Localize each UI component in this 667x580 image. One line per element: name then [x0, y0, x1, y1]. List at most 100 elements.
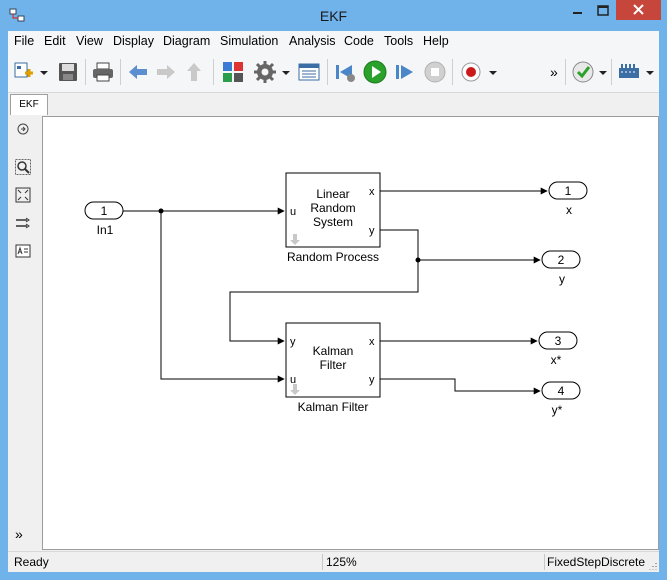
menu-tools[interactable]: Tools [384, 34, 414, 48]
block-title-line: Kalman [313, 344, 354, 358]
run-icon[interactable] [362, 59, 388, 85]
step-back-icon[interactable] [332, 59, 358, 85]
stop-icon[interactable] [422, 59, 448, 85]
hardware-target-icon[interactable] [616, 59, 642, 85]
model-tab-strip: EKF [8, 93, 659, 115]
block-title-line: Filter [320, 358, 347, 372]
status-bar: Ready 125% FixedStepDiscrete [8, 551, 659, 572]
down-arrow-icon [290, 384, 300, 395]
signal-in1-to-kalman[interactable] [160, 211, 285, 383]
status-zoom: 125% [326, 555, 357, 569]
outport-number: 3 [555, 334, 562, 348]
outport-label: x* [551, 353, 562, 367]
simulink-app-icon [9, 8, 25, 22]
signal-lines [119, 187, 548, 395]
window-client: File Edit View Display Diagram Simulatio… [8, 31, 659, 572]
menu-analysis[interactable]: Analysis [289, 34, 336, 48]
outport-number: 2 [558, 253, 565, 267]
toolbar-separator [565, 59, 566, 85]
new-model-icon[interactable] [12, 59, 38, 85]
block-title-line: Linear [316, 187, 349, 201]
close-button[interactable] [616, 0, 661, 20]
block-diagram: 1 In1 Linear Random System u x y Random … [84, 172, 588, 417]
model-advisor-check-icon[interactable] [570, 59, 596, 85]
outport-ystar[interactable]: 4 y* [541, 381, 581, 417]
outport-number: 4 [558, 384, 565, 398]
step-forward-icon[interactable] [392, 59, 418, 85]
port-label-y-in: y [290, 336, 296, 348]
fit-to-view-icon[interactable] [15, 187, 31, 203]
outport-y[interactable]: 2 y [541, 250, 581, 286]
record-dropdown-icon[interactable] [487, 59, 499, 85]
settings-gear-icon[interactable] [252, 59, 278, 85]
inport-number: 1 [101, 204, 108, 218]
toolbar-separator [452, 59, 453, 85]
zoom-icon[interactable] [15, 159, 31, 175]
menu-edit[interactable]: Edit [44, 34, 66, 48]
branch-point [158, 208, 164, 214]
kalman-filter-block[interactable]: Kalman Filter y u x y Kalman Filter [285, 322, 381, 414]
random-process-block[interactable]: Linear Random System u x y Random Proces… [285, 172, 381, 264]
down-arrow-icon [290, 234, 300, 245]
resize-grip-icon[interactable] [647, 560, 657, 570]
save-icon[interactable] [55, 59, 81, 85]
toolbar: » [8, 51, 659, 93]
block-title-line: System [313, 215, 353, 229]
toolbar-separator [213, 59, 214, 85]
title-bar: EKF [0, 0, 667, 31]
toolbar-overflow-icon[interactable]: » [550, 64, 558, 80]
minimize-button[interactable] [564, 0, 590, 22]
menu-display[interactable]: Display [113, 34, 154, 48]
signal-ystar-to-out4[interactable] [380, 378, 541, 395]
status-divider [322, 554, 323, 570]
menu-bar: File Edit View Display Diagram Simulatio… [8, 31, 659, 51]
port-label-u-in: u [290, 374, 296, 386]
annotation-icon[interactable] [15, 243, 31, 259]
toolbar-separator [120, 59, 121, 85]
port-label-x: x [369, 186, 375, 198]
menu-file[interactable]: File [14, 34, 35, 48]
toolbar-separator [327, 59, 328, 85]
branch-point [415, 257, 421, 263]
status-divider [544, 554, 545, 570]
forward-arrow-icon[interactable] [153, 59, 179, 85]
outport-label: y [559, 272, 565, 286]
outport-label: x [566, 203, 572, 217]
toolbar-separator [85, 59, 86, 85]
block-name: Kalman Filter [298, 400, 369, 414]
block-title-line: Random [310, 201, 355, 215]
signal-routing-icon[interactable] [15, 215, 31, 231]
settings-dropdown-icon[interactable] [280, 59, 292, 85]
status-solver: FixedStepDiscrete [547, 555, 646, 569]
port-label-y: y [369, 225, 375, 237]
maximize-button[interactable] [590, 0, 616, 22]
advisor-dropdown-icon[interactable] [597, 59, 609, 85]
print-icon[interactable] [90, 59, 116, 85]
menu-view[interactable]: View [76, 34, 103, 48]
menu-diagram[interactable]: Diagram [163, 34, 211, 48]
inport-in1[interactable]: 1 In1 [84, 201, 124, 237]
inport-label: In1 [97, 223, 114, 237]
new-dropdown-icon[interactable] [38, 59, 50, 85]
expand-palette-icon[interactable]: » [15, 526, 23, 542]
up-arrow-icon[interactable] [181, 59, 207, 85]
menu-help[interactable]: Help [423, 34, 449, 48]
diagram-canvas[interactable]: 1 In1 Linear Random System u x y Random … [42, 116, 659, 550]
tab-ekf[interactable]: EKF [10, 94, 48, 115]
library-browser-icon[interactable] [220, 59, 246, 85]
model-explorer-icon[interactable] [296, 59, 322, 85]
window-title: EKF [319, 8, 348, 24]
signal-y-to-kalman[interactable] [229, 260, 419, 345]
record-icon[interactable] [458, 59, 484, 85]
side-palette: » [8, 115, 38, 550]
hardware-dropdown-icon[interactable] [644, 59, 656, 85]
menu-code[interactable]: Code [344, 34, 374, 48]
outport-xstar[interactable]: 3 x* [538, 331, 578, 367]
hide-show-explorer-icon[interactable] [15, 121, 31, 137]
outport-x[interactable]: 1 x [548, 181, 588, 217]
outport-number: 1 [565, 184, 572, 198]
menu-simulation[interactable]: Simulation [220, 34, 279, 48]
signal-y-to-out2[interactable] [380, 229, 541, 264]
back-arrow-icon[interactable] [125, 59, 151, 85]
